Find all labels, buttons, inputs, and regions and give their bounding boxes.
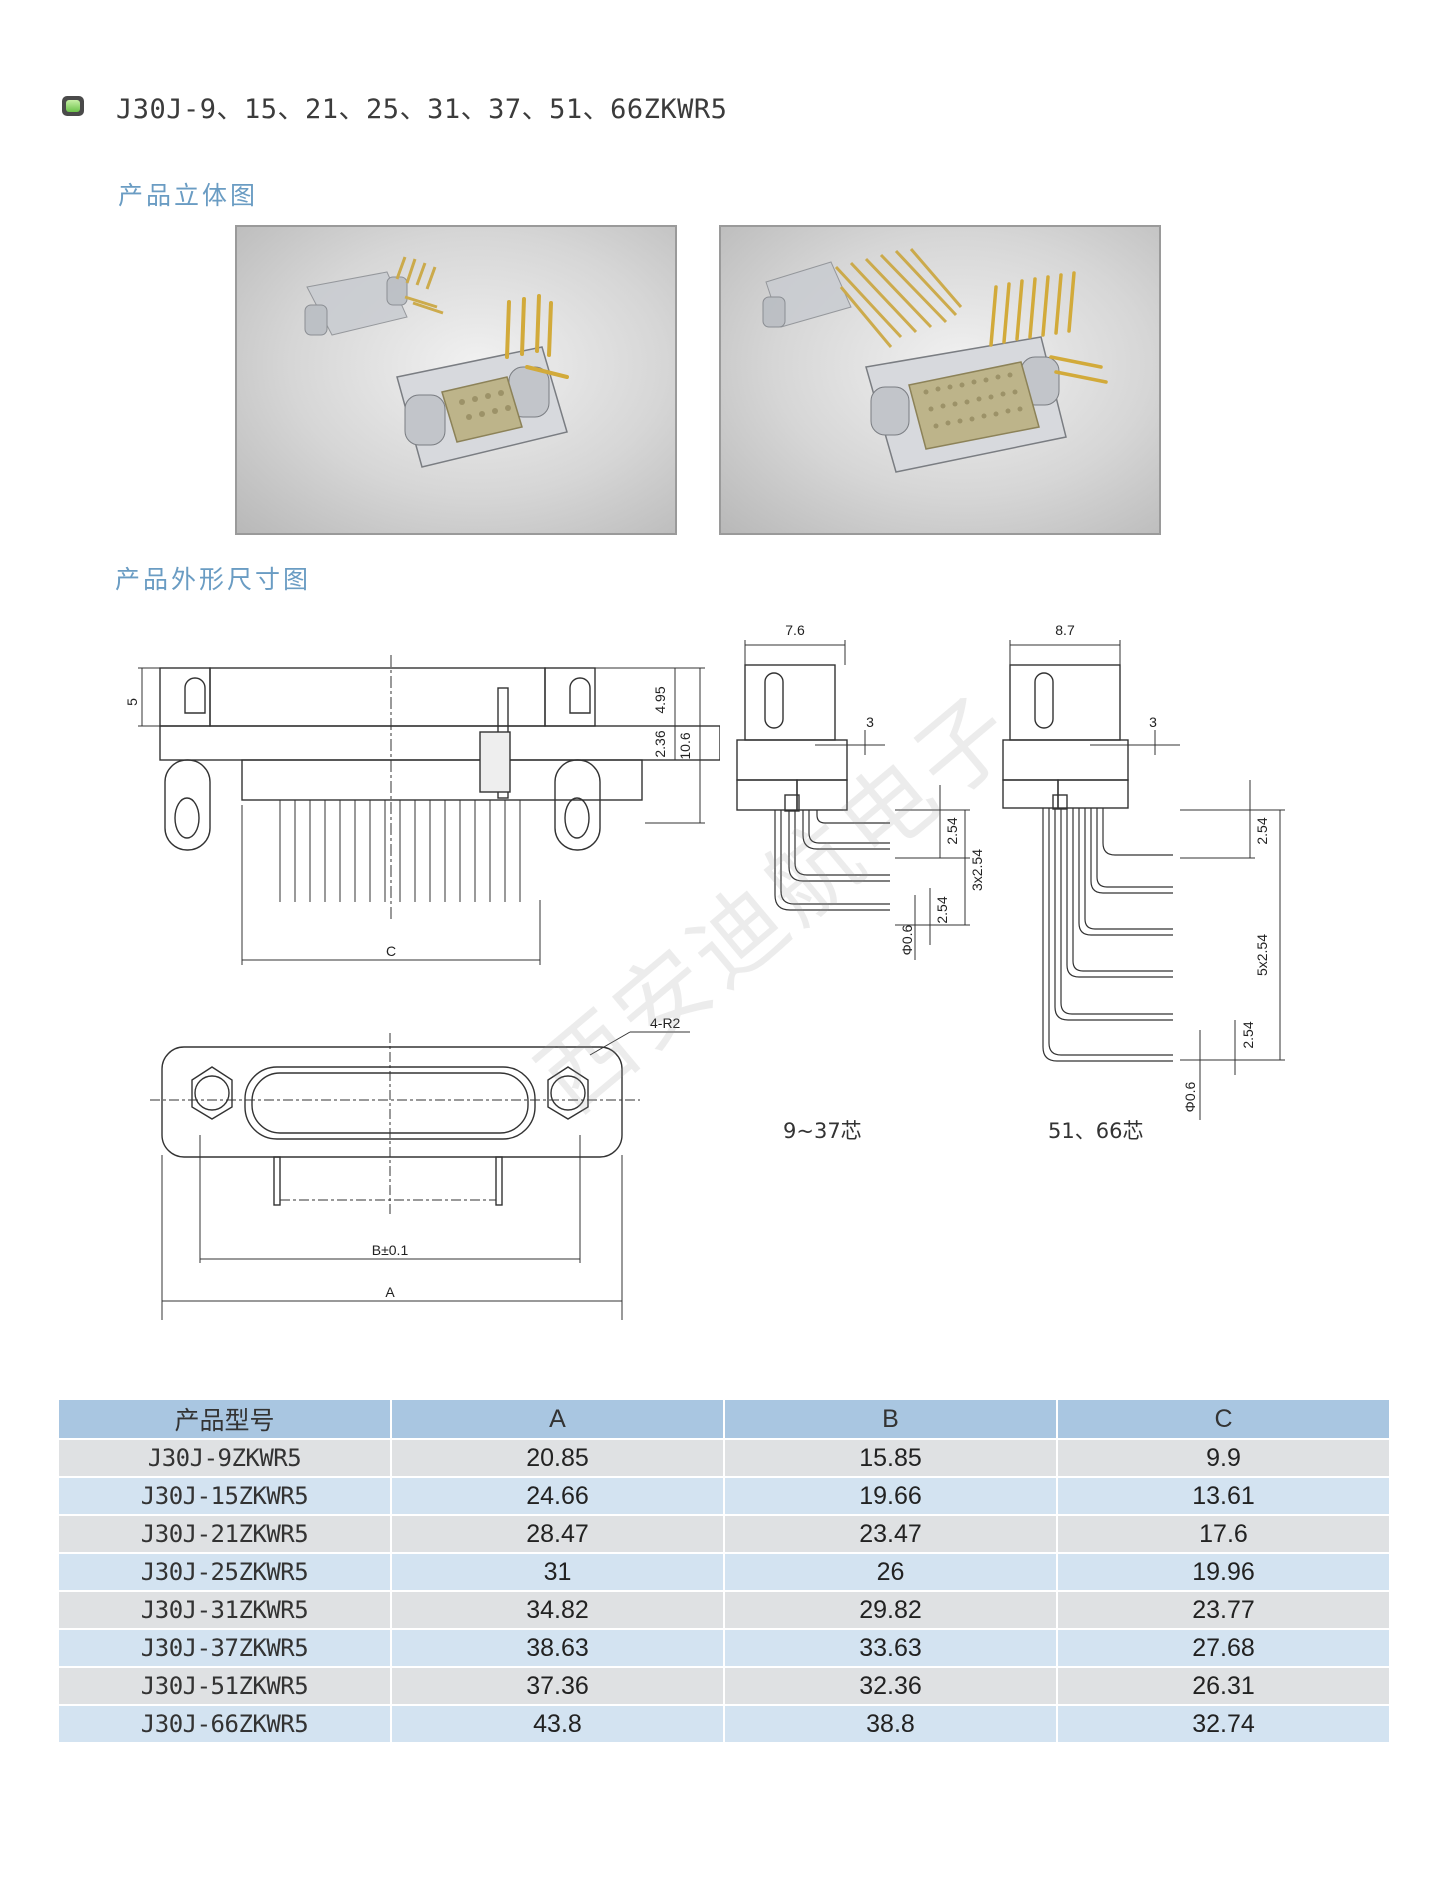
dim-phi-large-label: Φ0.6 xyxy=(1182,1081,1198,1112)
caption-9-37: 9~37芯 xyxy=(783,1119,862,1143)
cell-a: 28.47 xyxy=(390,1514,725,1554)
cell-c: 19.96 xyxy=(1056,1552,1391,1592)
dim-2-36-label: 2.36 xyxy=(652,730,668,757)
cell-model: J30J-51ZKWR5 xyxy=(57,1666,392,1706)
cell-c: 27.68 xyxy=(1056,1628,1391,1668)
connector-render-9pin xyxy=(304,256,569,468)
dim-a-label: A xyxy=(385,1284,395,1300)
header-b: B xyxy=(723,1398,1058,1440)
dim-phi-label: Φ0.6 xyxy=(899,924,915,955)
table-header-row: 产品型号 A B C xyxy=(57,1398,1391,1440)
width-8-7-label: 8.7 xyxy=(1055,622,1075,638)
dim-4-95-label: 4.95 xyxy=(652,686,668,713)
cell-c: 26.31 xyxy=(1056,1666,1391,1706)
dim-2-54-top-label: 2.54 xyxy=(944,817,960,844)
table-row: J30J-37ZKWR5 38.63 33.63 27.68 xyxy=(57,1628,1391,1668)
cell-model: J30J-21ZKWR5 xyxy=(57,1514,392,1554)
dim-5x254-label: 5x2.54 xyxy=(1254,934,1270,976)
connector-render-66pin xyxy=(762,248,1108,473)
cell-a: 38.63 xyxy=(390,1628,725,1668)
product-photo-large xyxy=(719,225,1161,535)
dim-2-54-top-large-label: 2.54 xyxy=(1254,817,1270,844)
cell-model: J30J-9ZKWR5 xyxy=(57,1438,392,1478)
width-7-6-label: 7.6 xyxy=(785,622,805,638)
dimension-section-label: 产品外形尺寸图 xyxy=(115,565,312,594)
cell-a: 31 xyxy=(390,1552,725,1592)
dim-10-6-label: 10.6 xyxy=(677,732,693,759)
header-c: C xyxy=(1056,1398,1391,1440)
cell-model: J30J-37ZKWR5 xyxy=(57,1628,392,1668)
cell-c: 13.61 xyxy=(1056,1476,1391,1516)
cell-model: J30J-15ZKWR5 xyxy=(57,1476,392,1516)
cell-b: 26 xyxy=(723,1552,1058,1592)
cell-c: 32.74 xyxy=(1056,1704,1391,1744)
cell-b: 15.85 xyxy=(723,1438,1058,1478)
cell-a: 20.85 xyxy=(390,1438,725,1478)
cell-b: 32.36 xyxy=(723,1666,1058,1706)
cell-a: 34.82 xyxy=(390,1590,725,1630)
cell-model: J30J-25ZKWR5 xyxy=(57,1552,392,1592)
product-photo-small xyxy=(235,225,677,535)
bottom-view-drawing: 4-R2 B±0.1 A xyxy=(150,1015,710,1325)
table-row: J30J-21ZKWR5 28.47 23.47 17.6 xyxy=(57,1514,1391,1554)
table-row: J30J-25ZKWR5 31 26 19.96 xyxy=(57,1552,1391,1592)
side-view-51-66-drawing: 8.7 3 2.54 5x2.54 2.54 Φ0.6 xyxy=(995,615,1295,1135)
cell-b: 29.82 xyxy=(723,1590,1058,1630)
dim-4r2-label: 4-R2 xyxy=(650,1015,681,1031)
side-view-9-37-drawing: 7.6 3 2.54 3x2.54 2.54 Φ0.6 xyxy=(725,615,985,1015)
bullet-icon xyxy=(62,96,84,116)
table-row: J30J-15ZKWR5 24.66 19.66 13.61 xyxy=(57,1476,1391,1516)
title-row: J30J-9、15、21、25、31、37、51、66ZKWR5 xyxy=(62,86,727,126)
cell-model: J30J-66ZKWR5 xyxy=(57,1704,392,1744)
front-view-drawing: 5 4.95 2.36 10.6 C xyxy=(120,640,720,990)
dim-5-label: 5 xyxy=(124,698,140,706)
table-row: J30J-9ZKWR5 20.85 15.85 9.9 xyxy=(57,1438,1391,1478)
page-title: J30J-9、15、21、25、31、37、51、66ZKWR5 xyxy=(116,93,728,125)
table-row: J30J-66ZKWR5 43.8 38.8 32.74 xyxy=(57,1704,1391,1744)
dim-c-label: C xyxy=(386,943,396,959)
dim-3-label: 3 xyxy=(866,714,874,730)
cell-c: 17.6 xyxy=(1056,1514,1391,1554)
photo-section-label: 产品立体图 xyxy=(118,181,259,210)
cell-a: 43.8 xyxy=(390,1704,725,1744)
table-row: J30J-31ZKWR5 34.82 29.82 23.77 xyxy=(57,1590,1391,1630)
cell-b: 19.66 xyxy=(723,1476,1058,1516)
cell-b: 38.8 xyxy=(723,1704,1058,1744)
caption-51-66: 51、66芯 xyxy=(1048,1119,1144,1143)
table-row: J30J-51ZKWR5 37.36 32.36 26.31 xyxy=(57,1666,1391,1706)
dim-3x254-label: 3x2.54 xyxy=(969,849,985,891)
dim-2-54-bottom-label: 2.54 xyxy=(934,896,950,923)
spec-table: 产品型号 A B C J30J-9ZKWR5 20.85 15.85 9.9 J… xyxy=(57,1398,1391,1744)
cell-b: 33.63 xyxy=(723,1628,1058,1668)
cell-a: 37.36 xyxy=(390,1666,725,1706)
dim-2-54-bottom-large-label: 2.54 xyxy=(1240,1021,1256,1048)
cell-b: 23.47 xyxy=(723,1514,1058,1554)
header-a: A xyxy=(390,1398,725,1440)
cell-c: 23.77 xyxy=(1056,1590,1391,1630)
cell-a: 24.66 xyxy=(390,1476,725,1516)
dim-3-large-label: 3 xyxy=(1149,714,1157,730)
header-model: 产品型号 xyxy=(57,1398,392,1440)
cell-model: J30J-31ZKWR5 xyxy=(57,1590,392,1630)
dim-b-label: B±0.1 xyxy=(372,1242,409,1258)
cell-c: 9.9 xyxy=(1056,1438,1391,1478)
